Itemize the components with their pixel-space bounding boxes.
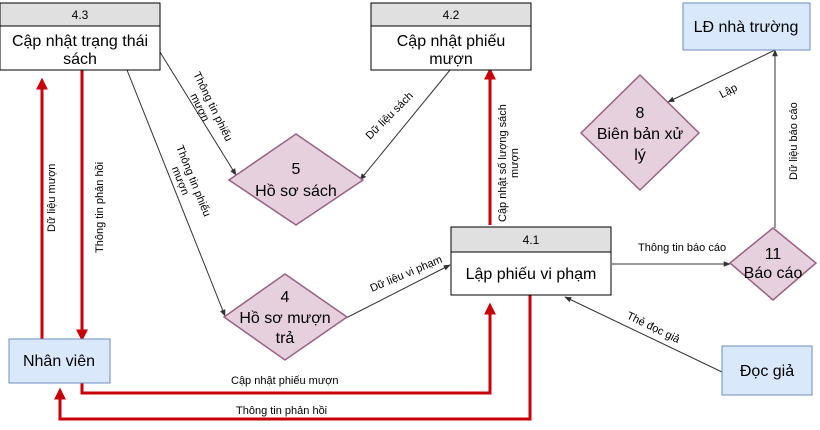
process-4-2[interactable]: 4.2 Cập nhật phiếu mượn xyxy=(370,2,532,71)
label-du-lieu-muon: Dữ liệu mượn xyxy=(46,164,58,232)
store-5-ho-so-sach[interactable]: 5 Hồ sơ sách xyxy=(227,133,365,226)
process-4-1[interactable]: 4.1 Lập phiếu vi phạm xyxy=(450,226,612,296)
store-11-bao-cao[interactable]: 11 Báo cáo xyxy=(728,227,818,301)
label-thong-tin-bao-cao: Thông tin báo cáo xyxy=(638,242,726,254)
label-the-doc-gia: Thẻ đọc giả xyxy=(625,310,683,346)
label-cap-nhat-so-luong-line1: Cập nhật số lượng sách xyxy=(497,104,509,222)
flow-du-lieu-vi-pham xyxy=(345,264,451,319)
entity-doc-gia-label: Đọc giả xyxy=(740,363,794,380)
entity-ld-nha-truong[interactable]: LĐ nhà trường xyxy=(682,2,811,51)
process-4-3-title-line1: Cập nhật trạng thái xyxy=(12,33,148,50)
store-8-bien-ban-xu-ly[interactable]: 8 Biên bản xử lý xyxy=(579,73,701,192)
label-du-lieu-bao-cao: Dữ liệu báo cáo xyxy=(788,102,800,180)
entity-nhan-vien[interactable]: Nhân viên xyxy=(8,338,111,384)
store-11-number: 11 xyxy=(765,246,782,263)
process-4-3-id: 4.3 xyxy=(72,8,89,22)
process-4-2-id: 4.2 xyxy=(443,8,460,22)
flow-thong-tin-phan-hoi-h xyxy=(54,295,532,421)
process-4-3[interactable]: 4.3 Cập nhật trạng thái sách xyxy=(0,2,161,71)
entity-doc-gia[interactable]: Đọc giả xyxy=(721,345,813,396)
store-5-number: 5 xyxy=(292,161,301,178)
label-du-lieu-sach: Dữ liệu sách xyxy=(364,90,416,142)
entity-ld-nha-truong-label: LĐ nhà trường xyxy=(694,19,799,36)
store-8-number: 8 xyxy=(636,105,645,122)
flow-thong-tin-phieu-muon-b xyxy=(126,69,226,317)
label-thong-tin-phan-hoi-vertical: Thông tin phản hồi xyxy=(94,162,106,253)
entity-nhan-vien-label: Nhân viên xyxy=(23,353,95,370)
flow-lap xyxy=(667,49,776,103)
store-4-label-line2: trả xyxy=(276,330,295,347)
store-4-label-line1: Hồ sơ mượn xyxy=(239,310,330,327)
store-8-label-line1: Biên bản xử xyxy=(597,126,684,143)
store-11-label: Báo cáo xyxy=(744,265,803,282)
store-5-label: Hồ sơ sách xyxy=(255,183,337,200)
flow-thong-tin-phieu-muon-a xyxy=(159,51,237,176)
label-thong-tin-phan-hoi-horizontal: Thông tin phản hồi xyxy=(236,405,327,417)
flow-the-doc-gia xyxy=(564,296,723,373)
flow-cap-nhat-phieu-muon xyxy=(80,302,496,395)
store-4-ho-so-muon-tra[interactable]: 4 Hồ sơ mượn trả xyxy=(222,273,349,361)
flow-du-lieu-sach xyxy=(359,69,451,181)
process-4-2-title-line2: mượn xyxy=(429,51,472,68)
process-4-3-title-line2: sách xyxy=(63,51,97,68)
store-8-label-line2: lý xyxy=(634,147,646,164)
label-cap-nhat-so-luong-line2: mượn xyxy=(509,148,521,178)
process-4-1-title: Lập phiếu vi phạm xyxy=(466,266,597,283)
label-lap: Lập xyxy=(718,82,740,101)
process-4-1-id: 4.1 xyxy=(523,233,540,247)
label-cap-nhat-phieu-muon: Cập nhật phiếu mượn xyxy=(231,375,339,387)
store-4-number: 4 xyxy=(281,289,290,306)
process-4-2-title-line1: Cập nhật phiếu xyxy=(397,33,506,50)
